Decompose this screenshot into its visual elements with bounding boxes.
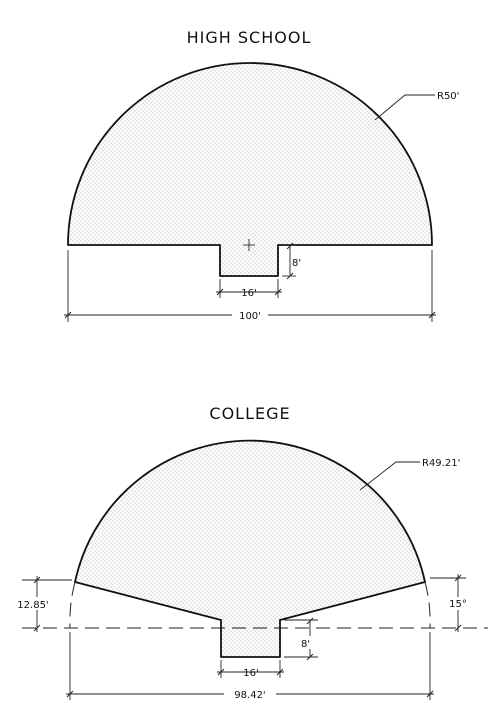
high-school-radius-label: R50': [437, 91, 459, 102]
high-school-slot-width-dimension: [216, 279, 282, 298]
high-school-center-mark: [243, 239, 255, 251]
college-slot-width-dimension: [217, 660, 284, 678]
college-radius-leader: [359, 461, 420, 491]
college-side-height-label: 12.85': [17, 600, 48, 611]
college-slot-depth-label: 8': [301, 639, 310, 650]
college-section: COLLEGE R49.21' 12.85' 15°: [11, 404, 488, 701]
high-school-shape: [67, 62, 433, 277]
high-school-section: HIGH SCHOOL R50' 8' 16': [64, 28, 459, 322]
college-radius-label: R49.21': [422, 458, 460, 469]
college-title: COLLEGE: [209, 404, 290, 423]
college-shape: [74, 439, 426, 658]
college-left-arc-extension: [69, 581, 76, 629]
high-school-slot-depth-dimension: [282, 242, 296, 280]
college-right-arc-extension: [424, 581, 431, 629]
high-school-total-width-label: 100': [239, 311, 261, 322]
college-slot-depth-dimension: [284, 617, 318, 661]
high-school-title: HIGH SCHOOL: [187, 28, 312, 47]
college-slot-width-label: 16': [243, 668, 258, 679]
high-school-radius-leader: [374, 94, 435, 121]
college-total-width-label: 98.42': [234, 690, 265, 701]
high-school-slot-depth-label: 8': [292, 258, 301, 269]
college-angle-label: 15°: [449, 599, 467, 610]
high-school-slot-width-label: 16': [241, 288, 256, 299]
